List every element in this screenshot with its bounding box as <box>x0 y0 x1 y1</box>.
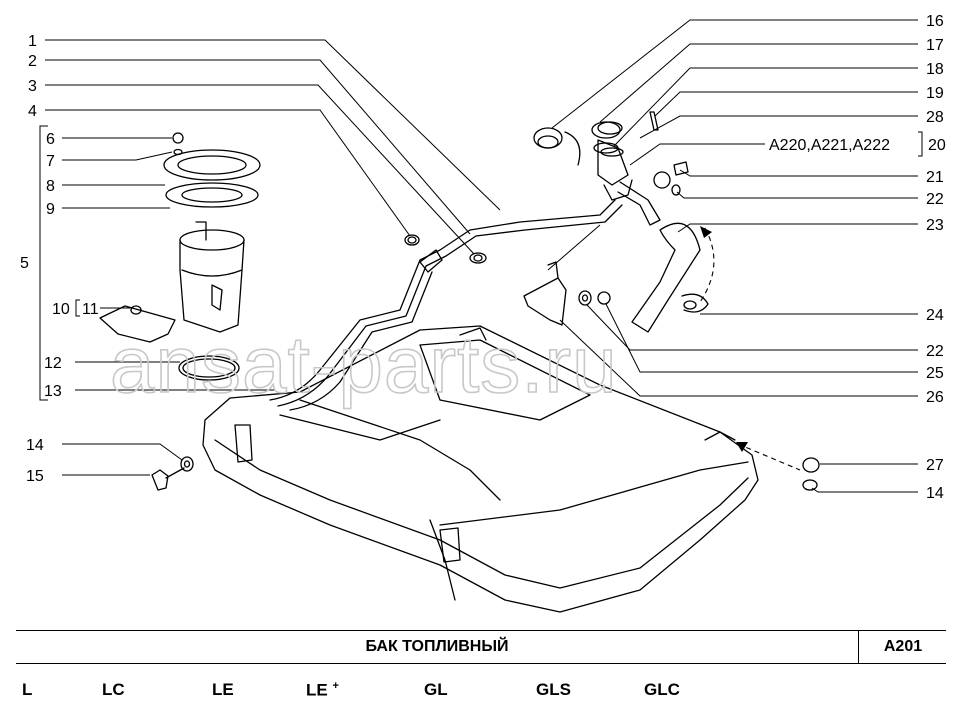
title-block: БАК ТОПЛИВНЫЙ A201 <box>16 630 946 664</box>
page-title: БАК ТОПЛИВНЫЙ <box>365 638 509 655</box>
callout-7: 7 <box>46 153 55 170</box>
callout-22-bottom: 22 <box>926 343 944 360</box>
leader-28 <box>639 115 918 139</box>
fuel-tank <box>202 325 759 613</box>
callout-26: 26 <box>926 389 944 406</box>
callout-14-left: 14 <box>26 437 44 454</box>
trim-l: L <box>22 680 33 699</box>
bracket-26 <box>523 261 567 326</box>
leader-21 <box>679 169 918 177</box>
callout-2: 2 <box>28 53 37 70</box>
callout-19: 19 <box>926 85 944 102</box>
callout-13: 13 <box>44 383 62 400</box>
callout-22-top: 22 <box>926 191 944 208</box>
trim-le-plus-mark: + <box>332 680 339 692</box>
callout-1: 1 <box>28 33 37 50</box>
leader-2 <box>45 59 471 235</box>
nut-27 <box>802 457 820 473</box>
washer-14 <box>180 456 194 472</box>
callout-5: 5 <box>20 255 29 272</box>
trim-le-plus-label: LE <box>306 680 328 700</box>
filler-cap <box>533 127 581 166</box>
diagram-code: A201 <box>883 638 923 655</box>
leader-22b <box>586 304 918 351</box>
filler-hose <box>631 222 701 333</box>
callout-14-right: 14 <box>926 485 944 502</box>
callout-23: 23 <box>926 217 944 234</box>
bracket-10-11 <box>75 299 80 317</box>
arrow-head-nut <box>736 442 748 452</box>
leader-22a <box>676 191 918 199</box>
callout-16: 16 <box>926 13 944 30</box>
bolt-21 <box>673 161 689 176</box>
leader-7 <box>62 151 173 161</box>
assembly-guide-nut <box>737 443 801 471</box>
grommet-25 <box>597 291 611 305</box>
bolt-15 <box>151 467 185 491</box>
leader-26 <box>559 319 918 397</box>
callout-27: 27 <box>926 457 944 474</box>
seal-12 <box>178 355 240 381</box>
callout-8: 8 <box>46 178 55 195</box>
leader-filler-bracket <box>547 224 601 271</box>
washer-22 <box>653 171 681 196</box>
clamp-3 <box>469 252 487 264</box>
callout-20: 20 <box>928 137 946 154</box>
screw-19 <box>649 111 659 131</box>
grommet-22 <box>578 290 592 306</box>
title-divider <box>858 631 859 663</box>
callout-10: 10 <box>52 301 70 318</box>
seal-17-18 <box>597 121 624 157</box>
callout-6: 6 <box>46 131 55 148</box>
callout-28: 28 <box>926 109 944 126</box>
fuel-tank-diagram: 1 2 3 4 5 6 7 8 9 10 11 12 13 14 15 16 1… <box>20 13 946 613</box>
leader-18 <box>613 67 918 147</box>
nut-6 <box>172 132 184 144</box>
callout-12: 12 <box>44 355 62 372</box>
filler-neck <box>591 121 661 226</box>
callout-4: 4 <box>28 103 37 120</box>
callout-20-ref: A220,A221,A222 <box>769 137 890 154</box>
bracket-20 <box>918 131 923 157</box>
arrow-head-hose <box>700 226 712 238</box>
callout-18: 18 <box>926 61 944 78</box>
leader-1 <box>45 39 501 211</box>
callout-17: 17 <box>926 37 944 54</box>
callout-3: 3 <box>28 78 37 95</box>
leader-20 <box>629 143 765 166</box>
watermark: ansat-parts.ru <box>110 320 618 409</box>
callout-25: 25 <box>926 365 944 382</box>
trim-gl: GL <box>424 680 448 699</box>
leader-14-left <box>62 443 183 461</box>
assembly-guide-hose <box>699 227 715 303</box>
trim-le-plus: LE + <box>306 680 339 701</box>
trim-lc: LC <box>102 680 125 699</box>
leader-23 <box>677 223 918 233</box>
leader-16 <box>551 19 918 129</box>
washer-14-right <box>802 479 818 491</box>
callout-21: 21 <box>926 169 944 186</box>
callout-11: 11 <box>82 301 99 318</box>
trim-le: LE <box>212 680 234 699</box>
leader-4 <box>45 109 411 237</box>
leader-3 <box>45 84 475 255</box>
leader-19 <box>654 91 918 117</box>
clamp-24 <box>681 293 709 313</box>
callout-15: 15 <box>26 468 44 485</box>
leader-25 <box>605 303 918 373</box>
leader-14-right <box>811 487 918 493</box>
fuel-lines <box>269 199 623 411</box>
fuel-pump-module <box>163 149 261 333</box>
washer-7 <box>173 148 183 156</box>
trim-glc: GLC <box>644 680 680 699</box>
clamp-4 <box>404 234 420 246</box>
filter-10 <box>99 305 176 343</box>
callout-9: 9 <box>46 201 55 218</box>
callout-24: 24 <box>926 307 944 324</box>
trim-gls: GLS <box>536 680 571 699</box>
leader-17 <box>599 43 918 123</box>
bracket-5 <box>39 125 48 401</box>
